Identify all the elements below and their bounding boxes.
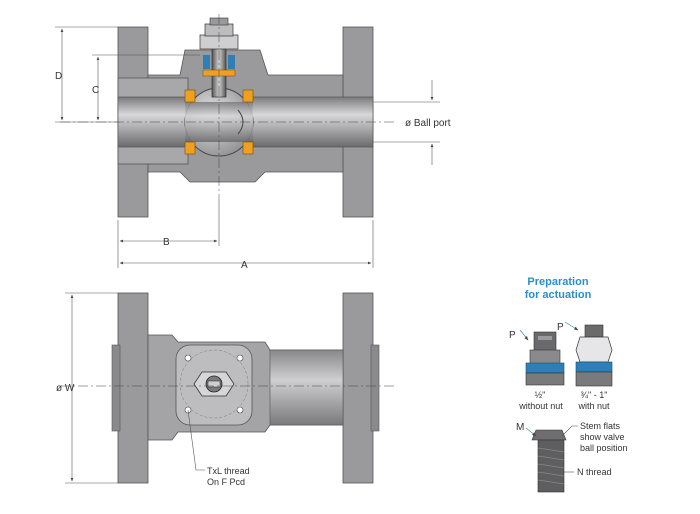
- ball-port-label: ø Ball port: [405, 118, 451, 129]
- mount-hole-2: [236, 354, 244, 362]
- stem-note-3: ball position: [580, 443, 628, 453]
- bottom-pipe: [269, 349, 344, 426]
- stem-without-nut: [525, 331, 565, 386]
- stem-note-1: Stem flats: [580, 421, 621, 431]
- seat-upper-right: [242, 89, 254, 103]
- dim-c-label: C: [92, 85, 99, 96]
- dim-b-label: B: [163, 237, 170, 248]
- dim-w-label: ø W: [56, 383, 75, 394]
- stem-seal-left: [203, 55, 210, 69]
- bottom-view: [60, 292, 395, 484]
- seat-lower-right: [242, 141, 254, 155]
- right-size: ¾" - 1": [581, 390, 608, 400]
- seat-upper-left: [184, 89, 196, 103]
- left-desc: without nut: [518, 401, 563, 411]
- m-label: M: [516, 422, 524, 433]
- mount-hole-4: [236, 406, 244, 414]
- n-thread-label: N thread: [577, 467, 612, 477]
- dimension-lines-top: [55, 26, 440, 268]
- left-size: ½": [535, 390, 546, 400]
- section-view: [60, 14, 395, 218]
- stem-seal-right: [228, 55, 235, 69]
- dimension-w: [65, 292, 118, 484]
- pad-pcd: [179, 349, 249, 419]
- dim-a-label: A: [241, 260, 248, 271]
- actuation-heading-1: Preparation: [527, 276, 588, 288]
- m-arrow: [525, 427, 537, 437]
- actuation-heading-2: for actuation: [525, 289, 592, 301]
- right-desc: with nut: [577, 401, 610, 411]
- seat-lower-left: [184, 141, 196, 155]
- p-left-label: P: [509, 330, 516, 341]
- thread-leader: [187, 409, 205, 471]
- bottom-right-flange: [342, 292, 374, 484]
- threaded-stem: [531, 429, 567, 493]
- stem-with-nut: [575, 324, 613, 387]
- thread-note-line1: TxL thread: [207, 466, 250, 476]
- mount-hole-1: [184, 354, 192, 362]
- p-right-label: P: [557, 322, 564, 333]
- dim-d-label: D: [55, 71, 62, 82]
- thread-note-line2: On F Pcd: [207, 477, 245, 487]
- bottom-left-flange: [117, 292, 149, 484]
- p-arrows: [519, 321, 579, 341]
- stem-note-2: show valve: [580, 432, 625, 442]
